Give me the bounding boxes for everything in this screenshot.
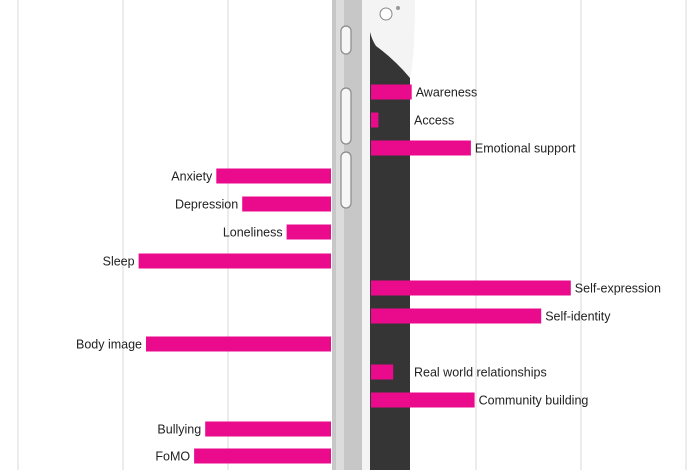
bar-label: Community building bbox=[479, 394, 589, 408]
bar-label: Sleep bbox=[103, 255, 135, 269]
phone-sensor bbox=[396, 6, 400, 10]
bar-label: Real world relationships bbox=[414, 366, 547, 380]
bar-negative bbox=[138, 253, 331, 269]
bar-label: Body image bbox=[76, 338, 142, 352]
bar-positive bbox=[371, 308, 542, 324]
bar-label: Anxiety bbox=[171, 170, 213, 184]
bar-label: Awareness bbox=[416, 86, 478, 100]
bar-label: Emotional support bbox=[475, 142, 576, 156]
bar-positive bbox=[371, 84, 412, 100]
phone-frame-highlight bbox=[336, 0, 344, 470]
bar-negative bbox=[286, 224, 331, 240]
bar-negative bbox=[242, 196, 331, 212]
bar-negative bbox=[216, 168, 331, 184]
volume-up-button bbox=[340, 87, 352, 145]
gridlines bbox=[17, 0, 687, 470]
bar-label: Self-identity bbox=[545, 310, 611, 324]
bar-label: Loneliness bbox=[223, 226, 283, 240]
phone-camera bbox=[379, 7, 393, 21]
bar-negative bbox=[146, 336, 331, 352]
bar-label: Self-expression bbox=[575, 282, 661, 296]
bar-label: FoMO bbox=[155, 450, 190, 464]
bar-label: Depression bbox=[175, 198, 238, 212]
bar-positive bbox=[371, 392, 475, 408]
bar-label: Access bbox=[414, 114, 454, 128]
bar-positive bbox=[371, 140, 471, 156]
bar-positive bbox=[371, 364, 394, 380]
bar-negative bbox=[194, 448, 331, 464]
negative-bars bbox=[138, 168, 331, 464]
bar-label: Bullying bbox=[157, 423, 201, 437]
volume-down-button bbox=[340, 151, 352, 209]
bar-negative bbox=[205, 421, 331, 437]
positive-bars bbox=[371, 84, 571, 408]
mute-switch bbox=[340, 25, 352, 55]
bar-positive bbox=[371, 112, 379, 128]
bar-positive bbox=[371, 280, 571, 296]
